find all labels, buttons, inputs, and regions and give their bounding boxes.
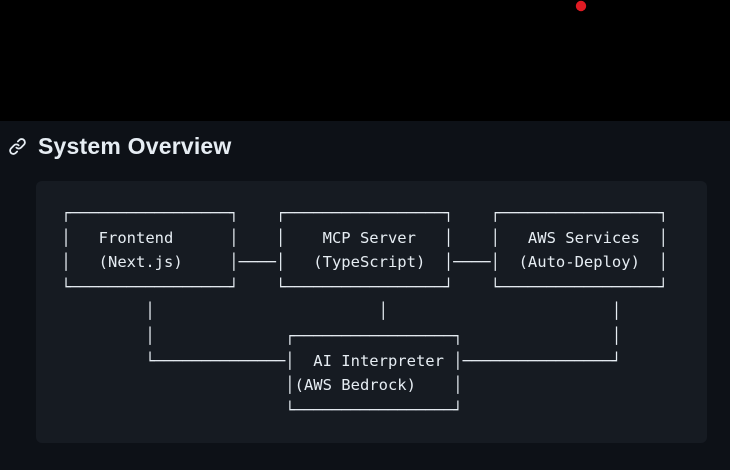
page-title: System Overview	[38, 133, 232, 159]
ascii-architecture-diagram: ┌─────────────────┐ ┌─────────────────┐ …	[61, 204, 668, 419]
recording-dot	[575, 0, 587, 12]
link-icon[interactable]	[8, 137, 27, 156]
recording-dot-icon	[575, 0, 587, 12]
section-heading: System Overview	[8, 133, 232, 160]
code-block: ┌─────────────────┐ ┌─────────────────┐ …	[36, 181, 707, 443]
top-black-band	[0, 0, 730, 121]
